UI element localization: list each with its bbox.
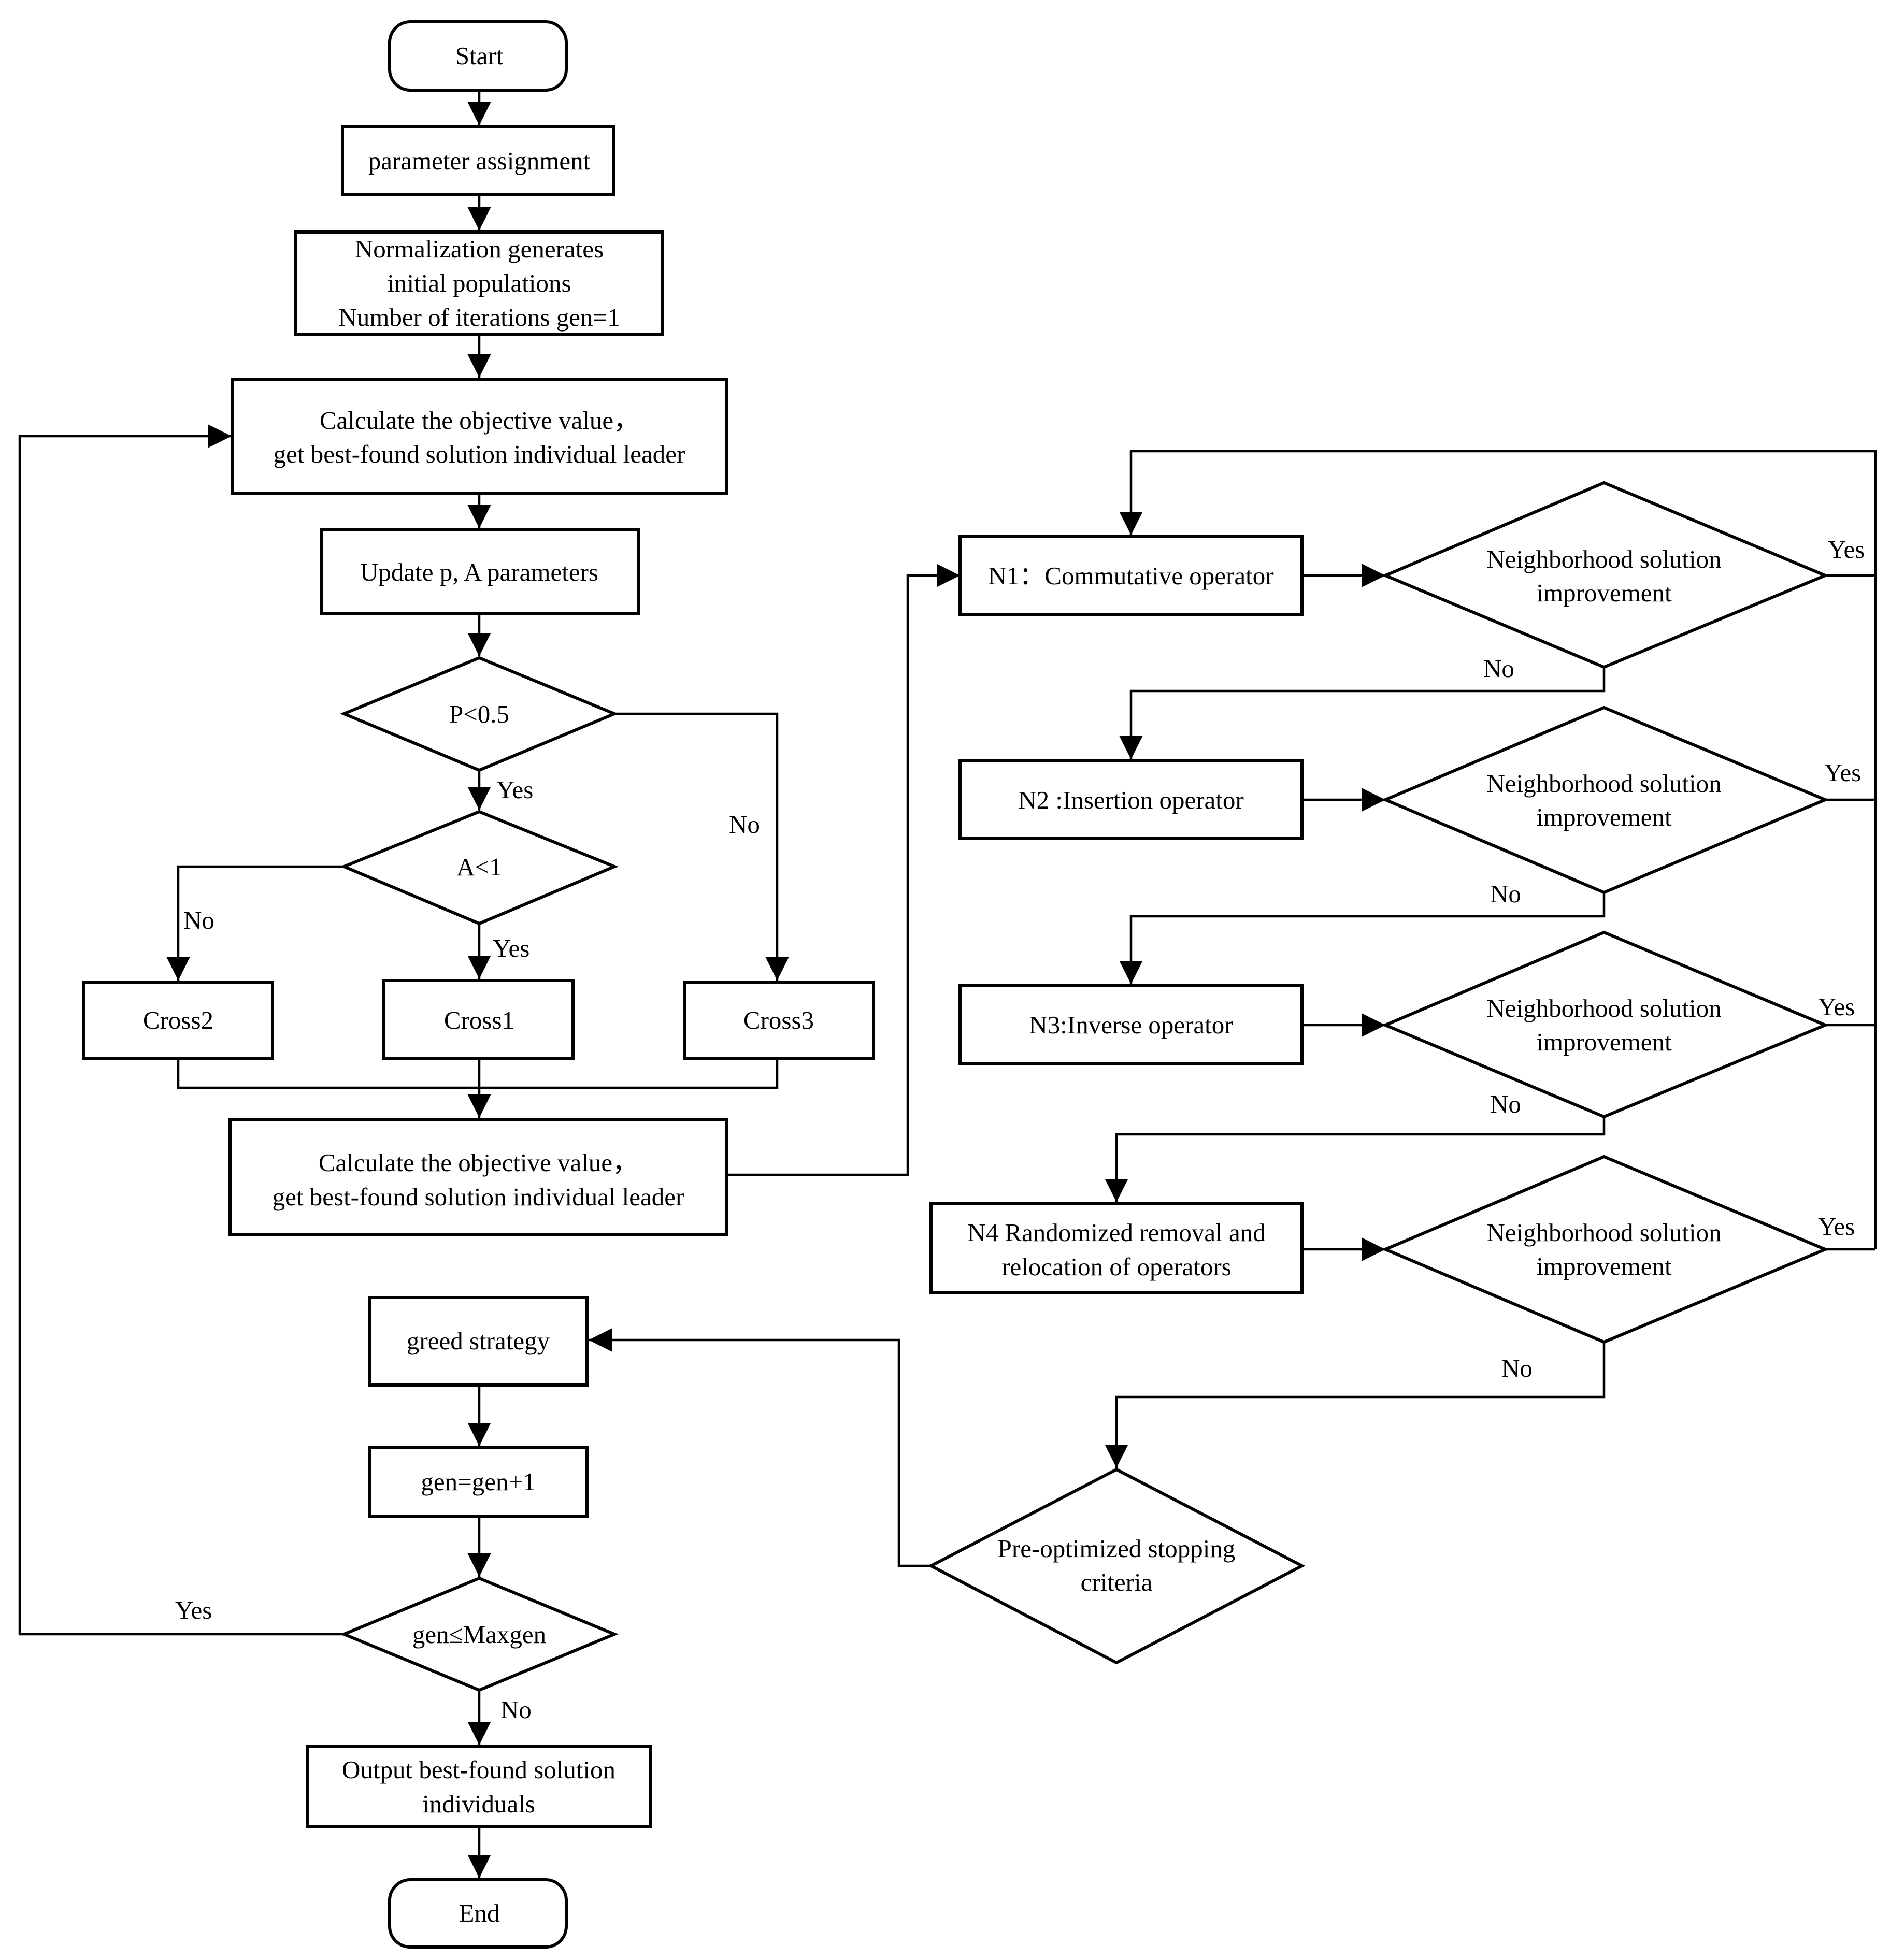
greed-strategy-label: greed strategy [407,1327,550,1355]
label-no-a: No [183,906,214,934]
gen-increment-label: gen=gen+1 [421,1467,535,1496]
label-yes-nsi1: Yes [1828,535,1865,564]
calculate-1-line-1: Calculate the objective value， [320,406,639,435]
label-no-nsi3: No [1490,1090,1521,1118]
normalization-line-2: initial populations [387,269,571,297]
neighborhood-4-line-1: Neighborhood solution [1486,1218,1721,1247]
n3-label: N3:Inverse operator [1029,1011,1233,1039]
n2-label: N2 :Insertion operator [1018,786,1243,814]
neighborhood-diamond-4: Neighborhood solution improvement [1381,1155,1829,1344]
normalization-line-1: Normalization generates [355,235,604,263]
label-yes-a: Yes [493,934,529,962]
parameter-assignment-label: parameter assignment [368,147,591,175]
calculate-2-line-2: get best-found solution individual leade… [273,1183,684,1211]
normalization-box: Normalization generates initial populati… [294,230,664,336]
label-yes-gen: Yes [175,1596,212,1624]
output-line-2: individuals [422,1790,535,1818]
neighborhood-3-line-1: Neighborhood solution [1486,994,1721,1022]
label-yes-nsi3: Yes [1818,992,1855,1021]
edge-yes-bus-n1 [1119,450,1877,1249]
label-no-gen: No [500,1695,532,1724]
gen-maxgen-label: gen≤Maxgen [412,1620,546,1649]
stopping-criteria-line-2: criteria [1081,1568,1153,1596]
label-no-nsi1: No [1483,654,1514,683]
edge-gendec-calc1-yes [18,424,344,1636]
start-label: Start [455,41,504,70]
normalization-line-3: Number of iterations gen=1 [338,303,620,332]
calculate-objective-box-1: Calculate the objective value， get best-… [231,378,728,495]
calculate-objective-box-2: Calculate the objective value， get best-… [228,1118,728,1236]
label-no-p: No [729,810,760,839]
n2-insertion-box: N2 :Insertion operator [958,759,1304,840]
cross1-label: Cross1 [444,1006,514,1034]
edge-labels: Yes No No Yes Yes No Yes No Yes No Yes N… [175,535,1865,1724]
neighborhood-2-line-1: Neighborhood solution [1486,769,1721,798]
neighborhood-4-line-2: improvement [1536,1252,1672,1280]
n3-inverse-box: N3:Inverse operator [958,984,1304,1065]
calculate-2-line-1: Calculate the objective value， [319,1148,638,1177]
label-no-nsi4: No [1501,1354,1533,1382]
end-terminal: End [388,1878,568,1949]
output-line-1: Output best-found solution [342,1755,615,1784]
n1-label: N1：Commutative operator [988,561,1273,590]
neighborhood-diamond-1: Neighborhood solution improvement [1381,481,1829,669]
a-decision-diamond: A<1 [340,810,619,926]
edge-calc2-n1 [727,564,960,1176]
label-yes-nsi4: Yes [1818,1212,1855,1241]
connectors [18,90,1877,1878]
nodes: Start parameter assignment Normalization… [82,20,1829,1949]
label-yes-p: Yes [496,775,533,804]
edge-p-cross3-no [614,712,789,981]
label-yes-nsi2: Yes [1824,758,1861,787]
n1-commutative-box: N1：Commutative operator [958,535,1304,616]
edge-nsi2-n3-no [1119,892,1606,984]
stopping-criteria-line-1: Pre-optimized stopping [998,1534,1236,1563]
label-no-nsi2: No [1490,880,1521,908]
neighborhood-diamond-3: Neighborhood solution improvement [1381,930,1829,1119]
edge-stop-greed [589,1328,931,1567]
stopping-criteria-diamond: Pre-optimized stopping criteria [927,1467,1306,1665]
gen-increment-box: gen=gen+1 [368,1446,589,1518]
end-label: End [459,1899,500,1927]
edge-nsi1-n2-no [1119,667,1606,759]
cross1-box: Cross1 [382,979,575,1060]
neighborhood-diamond-2: Neighborhood solution improvement [1381,705,1829,895]
p-decision-label: P<0.5 [449,700,509,728]
output-box: Output best-found solution individuals [306,1745,652,1828]
n4-line-2: relocation of operators [1001,1252,1232,1281]
n4-line-1: N4 Randomized removal and [967,1218,1266,1247]
update-parameters-label: Update p, A parameters [360,558,598,586]
a-decision-label: A<1 [456,853,502,881]
edge-nsi3-n4-no [1105,1117,1606,1202]
edge-nsi4-stop-no [1105,1342,1606,1468]
cross2-box: Cross2 [82,981,274,1060]
parameter-assignment-box: parameter assignment [341,125,615,196]
gen-maxgen-diamond: gen≤Maxgen [340,1576,619,1692]
n4-removal-relocation-box: N4 Randomized removal and relocation of … [929,1202,1304,1294]
neighborhood-3-line-2: improvement [1536,1028,1672,1056]
p-decision-diamond: P<0.5 [340,656,619,772]
calculate-1-line-2: get best-found solution individual leade… [274,440,685,468]
update-parameters-box: Update p, A parameters [320,528,640,615]
cross3-label: Cross3 [743,1006,814,1034]
neighborhood-1-line-1: Neighborhood solution [1486,545,1721,573]
neighborhood-1-line-2: improvement [1536,579,1672,607]
cross3-box: Cross3 [683,981,875,1060]
edge-a-cross2-no [166,865,344,981]
greed-strategy-box: greed strategy [368,1296,589,1387]
neighborhood-2-line-2: improvement [1536,803,1672,831]
edge-cross-merge [177,1059,779,1089]
cross2-label: Cross2 [143,1006,213,1034]
start-terminal: Start [388,20,568,92]
